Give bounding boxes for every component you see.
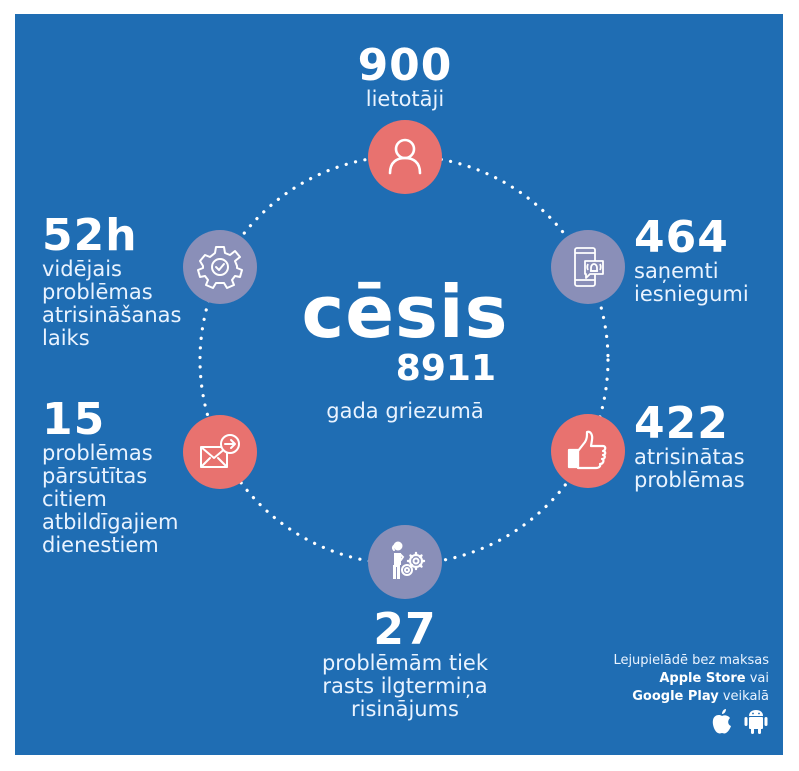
- phone-circle: [551, 230, 625, 304]
- apple-store-link[interactable]: Apple Store: [659, 671, 746, 686]
- stat-label-line: problēmas: [42, 280, 153, 304]
- mail-circle: [183, 415, 257, 489]
- stat-label-line: problēmas: [42, 441, 153, 465]
- stat-label-line: dienestiem: [42, 533, 159, 557]
- stat-label-line: citiem: [42, 487, 107, 511]
- stat-value: 27: [373, 604, 437, 655]
- stat-label-line: saņemti: [634, 259, 719, 283]
- google-play-link[interactable]: Google Play: [632, 689, 719, 704]
- city-code: 8911: [395, 348, 496, 389]
- stat-label-line: atbildīgajiem: [42, 510, 179, 534]
- download-line-2: Apple Store vai: [549, 670, 769, 688]
- stat-users: 900 lietotāji: [305, 44, 505, 111]
- stat-value: 422: [634, 398, 729, 449]
- stat-label-line: pārsūtītas: [42, 464, 148, 488]
- phone-notification-icon: [574, 247, 604, 287]
- stat-label-line: problēmas: [634, 468, 745, 492]
- stat-long-term: 27 problēmām tiek rasts ilgtermiņa risin…: [295, 608, 515, 721]
- stat-resolved: 422 atrisinātas problēmas: [634, 402, 745, 492]
- stat-value: 52h: [42, 210, 138, 261]
- download-line-1: Lejupielādē bez maksas: [613, 653, 769, 668]
- thumb-circle: [551, 414, 625, 488]
- android-icon[interactable]: [743, 706, 769, 736]
- download-line-2-rest: vai: [745, 671, 769, 686]
- stat-value: 15: [42, 394, 106, 445]
- person-gears-icon: [391, 541, 426, 579]
- stat-forwarded: 15 problēmas pārsūtītas citiem atbildīga…: [42, 398, 179, 557]
- stat-label-line: atrisinātas: [634, 445, 745, 469]
- user-circle: [368, 120, 442, 194]
- stat-label-line: rasts ilgtermiņa: [322, 674, 488, 698]
- period-subtitle: gada griezumā: [326, 399, 484, 423]
- store-icons: [709, 706, 769, 736]
- download-line-3: Google Play veikalā: [549, 688, 769, 706]
- stat-value: 900: [357, 40, 453, 91]
- stat-avg-time: 52h vidējais problēmas atrisināšanas lai…: [42, 214, 181, 350]
- user-icon: [388, 138, 422, 175]
- stat-label-line: vidējais: [42, 257, 122, 281]
- stat-label-line: risinājums: [351, 697, 459, 721]
- apple-icon[interactable]: [709, 706, 735, 736]
- download-note: Lejupielādē bez maksas Apple Store vai G…: [549, 652, 769, 706]
- download-line-3-rest: veikalā: [718, 689, 769, 704]
- stat-label-line: iesniegumi: [634, 282, 749, 306]
- person-gears-circle: [368, 525, 442, 599]
- stat-value: 464: [634, 212, 729, 263]
- mail-forward-icon: [200, 434, 240, 468]
- thumbs-up-icon: [567, 430, 607, 470]
- stat-received: 464 saņemti iesniegumi: [634, 216, 749, 306]
- stat-label: lietotāji: [365, 87, 445, 111]
- gear-circle: [183, 230, 257, 304]
- stat-label-line: atrisināšanas: [42, 303, 182, 327]
- city-title: cēsis: [301, 270, 509, 354]
- stat-label-line: problēmām tiek: [321, 651, 489, 675]
- gear-check-icon: [197, 246, 243, 289]
- stat-label-line: laiks: [42, 326, 90, 350]
